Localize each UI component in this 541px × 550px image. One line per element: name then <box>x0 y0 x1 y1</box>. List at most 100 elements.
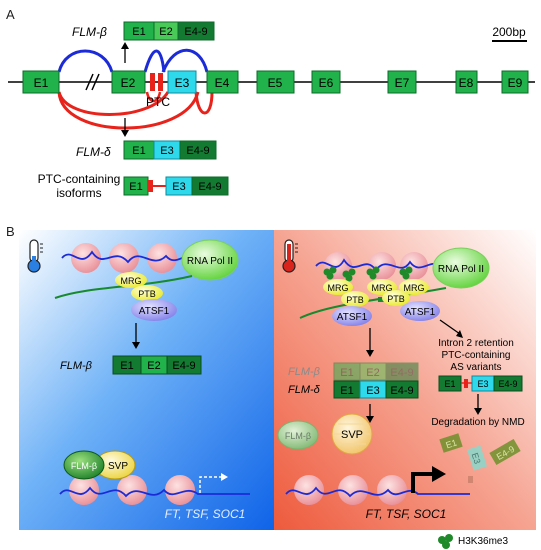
rna-pol-ii-label: RNA Pol II <box>187 256 233 267</box>
targets-cold: FT, TSF, SOC1 <box>165 507 246 521</box>
atsf1-protein <box>131 299 177 321</box>
svp-label: SVP <box>341 429 363 441</box>
warm-nucleosomes <box>315 252 441 280</box>
ptb-protein <box>382 290 410 306</box>
flm-delta-name: FLM-δ <box>76 145 111 159</box>
exon-e8: E8 <box>455 70 478 94</box>
transcript-label: E1 <box>129 181 142 193</box>
transcript-label: E4-9 <box>198 181 221 193</box>
exon-label: E5 <box>268 76 283 90</box>
flm-delta-name: FLM-δ <box>288 384 321 396</box>
flm-beta-transcript: E1 E2 E4-9 <box>123 21 215 41</box>
retention-line3: AS variants <box>450 362 501 373</box>
arrow-head <box>474 408 482 415</box>
transcript-label: E1 <box>340 385 353 397</box>
arrow-head <box>121 42 129 49</box>
cold-panel <box>19 230 274 530</box>
flm-delta-transcript: E1 E3 E4-9 <box>123 140 217 160</box>
exon-label: E6 <box>319 76 334 90</box>
mrg-protein <box>323 279 353 295</box>
mrg-protein <box>115 272 147 288</box>
cold-nucleosomes-lower <box>59 475 250 505</box>
flm-protein-label: FLM-β <box>285 431 311 441</box>
ptc-isoforms-line2: isoforms <box>56 186 101 200</box>
mrg-protein <box>399 279 429 295</box>
cold-nucleosomes <box>61 243 197 273</box>
active-transcription-arrow <box>411 472 434 493</box>
exon-e7: E7 <box>387 70 417 94</box>
transcript-label: E4-9 <box>390 367 413 379</box>
atsf1-label: ATSF1 <box>337 312 368 323</box>
retention-line1: Intron 2 retention <box>438 338 514 349</box>
atsf1-label: ATSF1 <box>405 307 436 318</box>
ptb-label: PTB <box>346 295 364 305</box>
splice-arc-e1-e3 <box>57 91 170 116</box>
arrow-head <box>366 416 374 423</box>
mrg-label: MRG <box>372 283 393 293</box>
flm-beta-name: FLM-β <box>60 360 93 372</box>
exon-e5: E5 <box>256 70 295 94</box>
transcript-label: E3 <box>172 181 185 193</box>
atsf1-protein <box>332 306 372 326</box>
exon-label: E9 <box>508 76 523 90</box>
ptb-protein <box>341 291 369 307</box>
exon-label: E1 <box>34 76 49 90</box>
ptc-transcript: E1 E3 E4-9 <box>438 375 523 392</box>
warm-nucleosomes-lower <box>285 475 470 505</box>
ptb-protein <box>131 285 163 301</box>
ptc-label: PTC <box>146 95 170 109</box>
retention-line2: PTC-containing <box>442 350 511 361</box>
exon-label: E3 <box>175 76 190 90</box>
flm-delta-transcript: E1 E3 E4-9 <box>333 380 419 399</box>
exon-label: E4 <box>215 76 230 90</box>
splice-arc-e1-e2 <box>57 49 114 73</box>
exon-label: E2 <box>121 76 136 90</box>
transcript-label: E1 <box>444 379 455 389</box>
atsf1-label: ATSF1 <box>139 306 170 317</box>
mrg-label: MRG <box>121 276 142 286</box>
flm-beta-name-faded: FLM-β <box>288 366 321 378</box>
arrow-head <box>121 130 129 137</box>
ptb-label: PTB <box>138 289 156 299</box>
arrow-head <box>432 466 446 482</box>
nascent-rna <box>54 275 193 299</box>
flm-protein-label: FLM-β <box>71 461 97 471</box>
flm-beta-transcript-faded: E1 E2 E4-9 <box>333 362 419 381</box>
degradation-label: Degradation by NMD <box>431 417 524 428</box>
flm-protein <box>63 450 105 480</box>
targets-warm: FT, TSF, SOC1 <box>366 507 447 521</box>
break-mark <box>85 73 94 91</box>
transcript-label: E3 <box>160 145 173 157</box>
transcript-label: E4-9 <box>172 360 195 372</box>
warm-thermometer-icon <box>282 239 298 273</box>
transcript-label: E1 <box>132 26 145 38</box>
arrow-head <box>132 342 140 349</box>
ptb-label: PTB <box>387 294 405 304</box>
h3k36me3-marks <box>323 266 413 282</box>
mrg-label: MRG <box>328 283 349 293</box>
flm-beta-transcript: E1 E2 E4-9 <box>112 355 202 375</box>
splice-arc-e2-ptc <box>143 49 166 73</box>
flm-beta-name: FLM-β <box>72 25 107 39</box>
scale-bar-label: 200bp <box>492 25 526 39</box>
fragment-label: E1 <box>445 437 459 450</box>
panel-a-label: A <box>6 7 15 22</box>
h3k36me3-legend-icon <box>438 534 453 549</box>
rna-pol-ii <box>432 247 490 289</box>
transcript-label: E4-9 <box>186 145 209 157</box>
transcript-label: E3 <box>477 379 488 389</box>
exon-label: E7 <box>395 76 410 90</box>
rna-pol-ii-label: RNA Pol II <box>438 264 484 275</box>
arrow-head <box>221 473 228 481</box>
ptc-transcript: E1 E3 E4-9 <box>123 176 229 196</box>
transcript-label: E2 <box>159 26 172 38</box>
ptc-marker <box>158 73 163 91</box>
blocked-transcription-arrow <box>199 476 222 493</box>
transcript-label: E4-9 <box>390 385 413 397</box>
transcript-label: E2 <box>147 360 160 372</box>
exon-e6: E6 <box>311 70 341 94</box>
degraded-fragments: E1 E3 E4-9 <box>439 433 521 483</box>
exon-e4: E4 <box>206 70 239 94</box>
transcript-label: E1 <box>132 145 145 157</box>
